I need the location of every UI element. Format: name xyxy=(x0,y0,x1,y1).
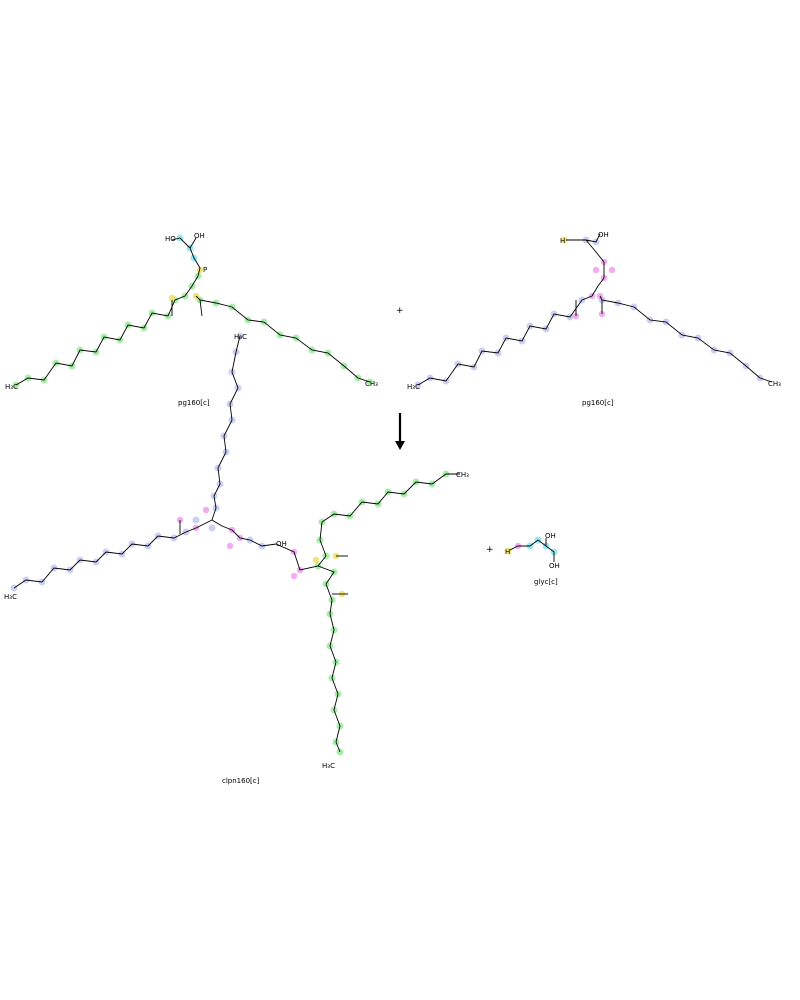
reactant-1-sn1-chain xyxy=(15,275,199,386)
product-1-blue-highlights xyxy=(10,332,266,592)
product-1-name: clpn160[c] xyxy=(222,777,260,785)
reactant-2-head xyxy=(584,233,605,278)
reactant-1-molecule: HO OH P H₃C CH₃ pg160[c] xyxy=(5,232,378,407)
product-1-ch3-right: CH₃ xyxy=(456,471,469,479)
product-1-molecule: H₃C CH₃ H₃C H₃C OH clpn160[c] xyxy=(4,332,469,785)
product-1-h3c-left: H₃C xyxy=(4,593,17,601)
reactant-2-sn2-chain xyxy=(599,295,773,383)
reactant-1-carbonyl-2 xyxy=(199,299,203,317)
reactant-1-h3c-label: H₃C xyxy=(5,383,18,391)
product-2-skeleton xyxy=(509,539,555,562)
product-2-name: glyc[c] xyxy=(534,578,558,586)
reactant-1-phosphate-bond xyxy=(189,237,197,249)
reactant-2-pink-highlights xyxy=(572,258,616,320)
reactant-2-h-highlight xyxy=(560,236,568,244)
reactant-1-ho-label: HO xyxy=(165,235,176,243)
plus-sign-products: + xyxy=(486,545,494,555)
product-2-h-highlight xyxy=(504,547,512,555)
reactant-1-glycerol-head xyxy=(171,237,201,277)
product-1-green-chain-upper xyxy=(319,473,460,557)
product-1-green-chain-lower xyxy=(317,565,341,753)
reactant-1-sn2-chain xyxy=(195,295,371,383)
reactant-1-oh-label: OH xyxy=(194,232,205,240)
product-2-oh-bottom: OH xyxy=(549,562,560,570)
reactant-2-h-label: H xyxy=(560,237,565,245)
product-2-h-label: H xyxy=(505,548,510,556)
product-1-h3c-top: H₃C xyxy=(234,333,247,341)
product-1-backbone xyxy=(195,519,327,571)
product-1-blue-sn2-chain xyxy=(211,335,241,521)
reactant-2-ch3-label: CH₃ xyxy=(768,380,781,388)
reactant-2-oh-label: OH xyxy=(598,231,609,239)
plus-sign-reactants: + xyxy=(396,306,404,316)
reactant-1-ch3-label: CH₃ xyxy=(365,380,378,388)
product-2-oh-top: OH xyxy=(545,532,556,540)
product-1-blue-sn1-chain xyxy=(13,527,197,589)
reaction-arrow xyxy=(395,413,405,450)
reactant-1-p-label: P xyxy=(203,266,207,274)
product-1-oh-label: OH xyxy=(276,540,287,548)
reactant-2-h3c-label: H₃C xyxy=(407,383,420,391)
reactant-2-molecule: OH H H₃C CH₃ pg160[c] xyxy=(407,231,781,407)
product-2-molecule: H OH OH glyc[c] xyxy=(504,532,560,586)
reactant-2-name: pg160[c] xyxy=(582,399,614,407)
product-1-yellow-highlights xyxy=(312,552,346,598)
reactant-1-highlights xyxy=(12,272,374,389)
product-1-h3c-bottom: H₃C xyxy=(322,762,335,770)
reactant-1-name: pg160[c] xyxy=(178,399,210,407)
reactant-2-sn1-chain xyxy=(417,277,605,386)
